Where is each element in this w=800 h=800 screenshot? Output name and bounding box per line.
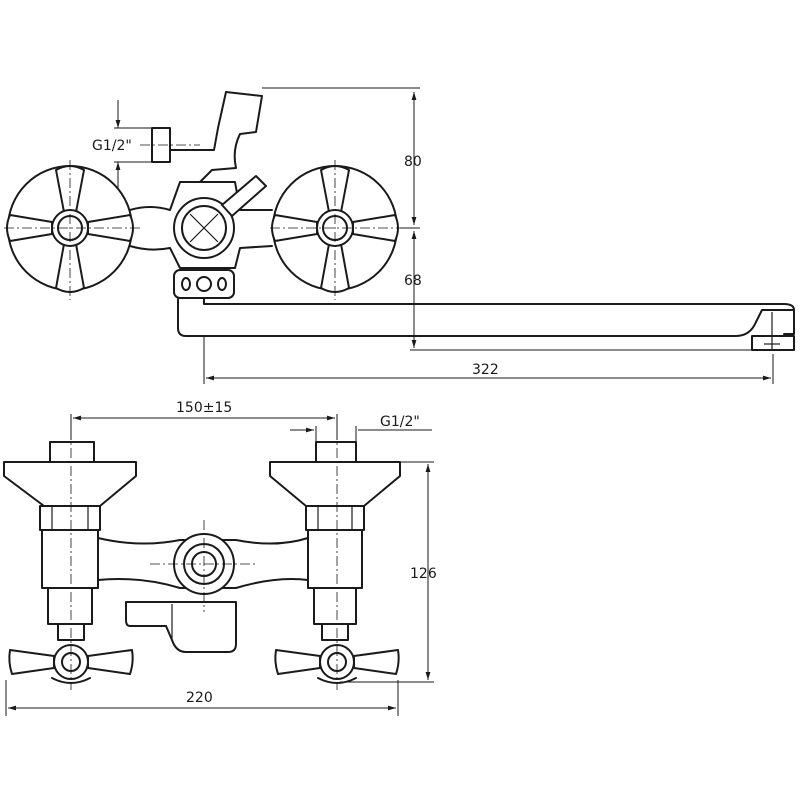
front-view: 150±15 G1/2" 126 220 [3, 400, 437, 716]
mixer-body-front [97, 537, 309, 589]
aerator-top [751, 335, 795, 351]
dim-center-distance: 150±15 [70, 400, 338, 440]
label-thread-top: G1/2" [92, 138, 132, 154]
label-lower-height: 68 [404, 273, 422, 289]
dim-body-height: 126 [340, 461, 437, 683]
label-upper-height: 80 [404, 154, 422, 170]
left-cross-handle-front [8, 644, 134, 684]
label-thread-front: G1/2" [380, 414, 420, 430]
left-handle-top [6, 165, 134, 293]
shower-outlet-top [151, 91, 263, 183]
spout-front [125, 601, 237, 653]
top-view: G1/2" 80 68 322 [4, 87, 795, 384]
dim-thread-top: G1/2" [92, 100, 152, 190]
left-column-front [3, 441, 137, 641]
diverter-knob-top [173, 175, 267, 259]
label-overall-width: 220 [186, 690, 213, 706]
spout-top [177, 297, 795, 337]
label-spout-length: 322 [472, 362, 499, 378]
dim-overall-width: 220 [5, 680, 399, 716]
right-column-front [269, 441, 401, 641]
dim-thread-front: G1/2" [290, 414, 432, 442]
spout-nut-top [173, 269, 235, 299]
dim-vertical-top: 80 68 [214, 87, 752, 351]
mixer-body-top [129, 181, 273, 269]
dim-spout-length: 322 [203, 336, 774, 384]
label-body-height: 126 [410, 566, 437, 582]
label-center-distance: 150±15 [176, 400, 232, 416]
